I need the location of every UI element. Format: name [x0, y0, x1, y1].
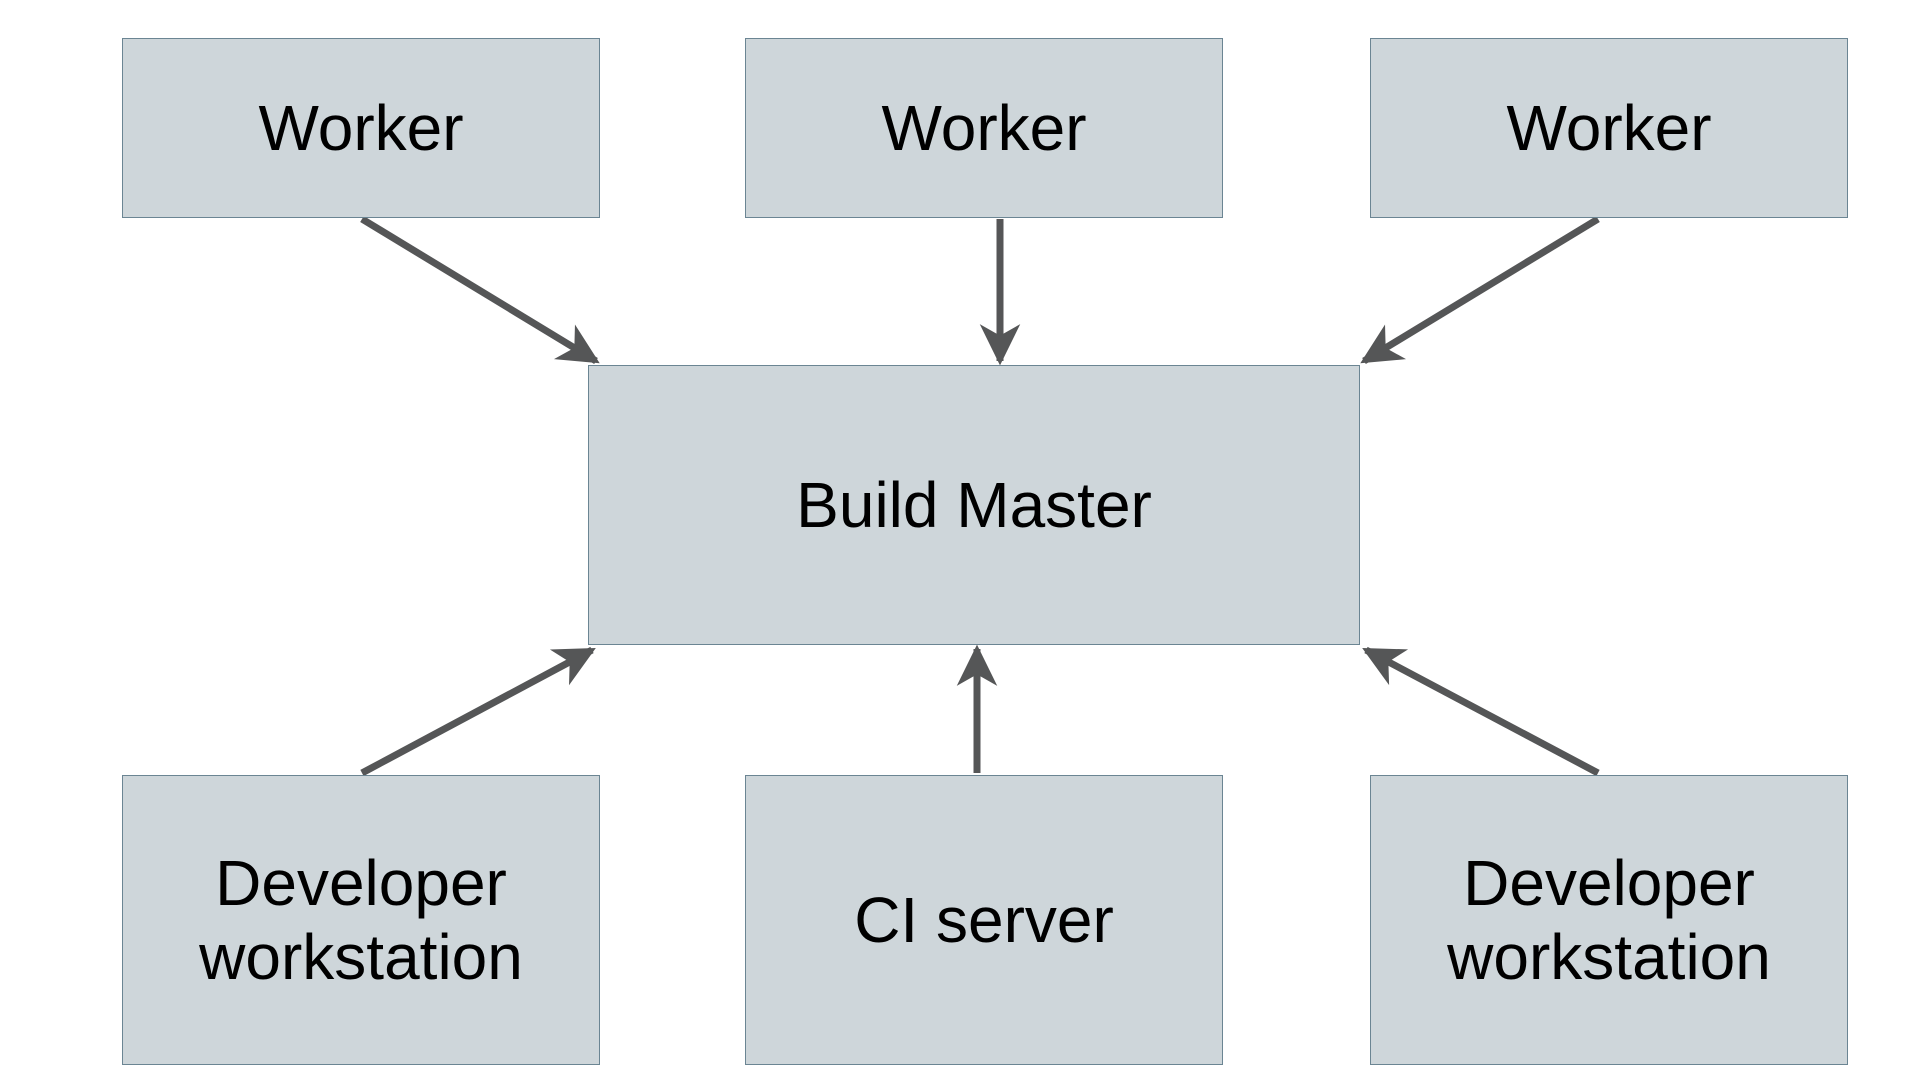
edge-worker-1-to-build-master: [360, 216, 600, 364]
node-build-master[interactable]: Build Master: [588, 365, 1360, 645]
node-worker-1[interactable]: Worker: [122, 38, 600, 218]
node-developer-workstation-left[interactable]: Developer workstation: [122, 775, 600, 1065]
node-build-master-label: Build Master: [796, 468, 1152, 541]
node-ci-server[interactable]: CI server: [745, 775, 1223, 1065]
node-worker-2-label: Worker: [881, 91, 1087, 164]
node-developer-workstation-right[interactable]: Developer workstation: [1370, 775, 1848, 1065]
node-worker-1-label: Worker: [258, 91, 464, 164]
node-developer-workstation-left-label: Developer workstation: [199, 846, 523, 993]
node-worker-3[interactable]: Worker: [1370, 38, 1848, 218]
node-ci-server-label: CI server: [854, 883, 1114, 956]
edge-worker-3-to-build-master: [1360, 216, 1600, 364]
node-worker-2[interactable]: Worker: [745, 38, 1223, 218]
node-developer-workstation-right-label: Developer workstation: [1447, 846, 1771, 993]
edge-dev-ws-1-to-build-master: [360, 646, 596, 777]
node-worker-3-label: Worker: [1506, 91, 1712, 164]
edge-dev-ws-2-to-build-master: [1362, 646, 1600, 777]
